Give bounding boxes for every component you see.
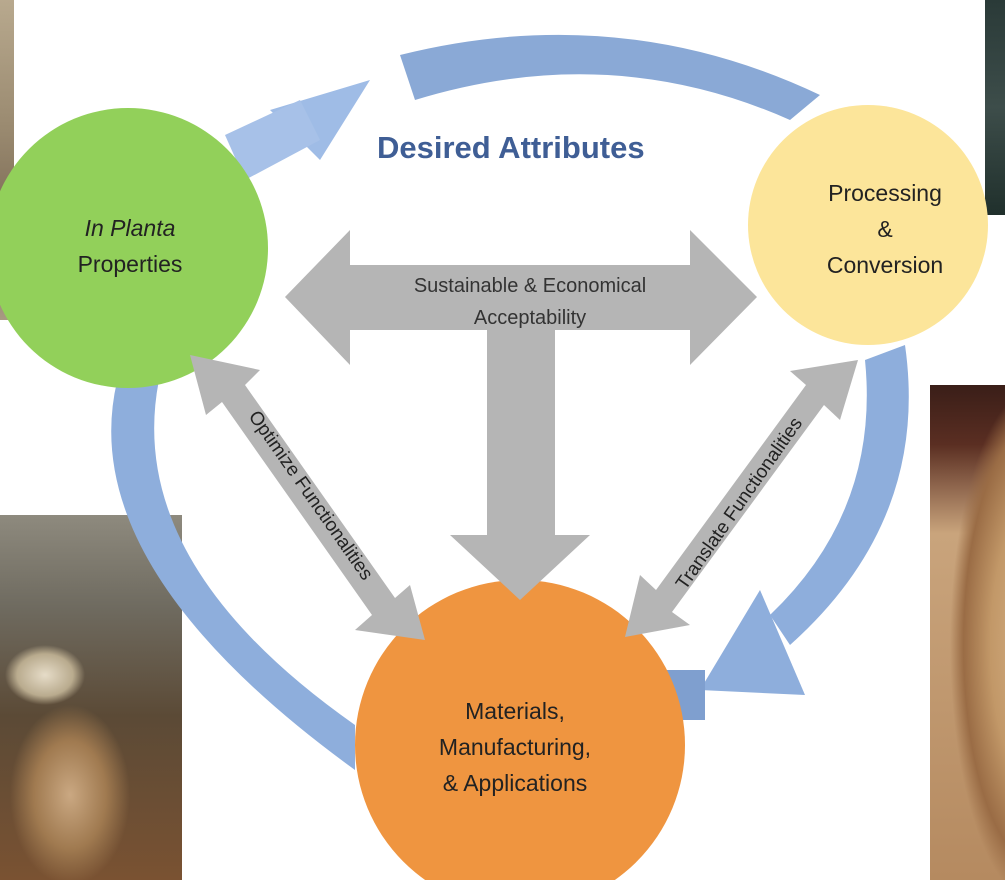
diagram-title: Desired Attributes [377, 130, 645, 165]
node-materials-line2: Manufacturing, [438, 734, 592, 760]
node-materials-line3: & Applications [442, 770, 588, 796]
node-materials-line1: Materials, [465, 698, 565, 724]
center-label-line1: Sustainable & Economical [413, 275, 647, 297]
node-materials-circle [355, 580, 685, 880]
cycle-arrow-right [770, 345, 909, 645]
node-in-planta-label: In Planta Properties [40, 210, 220, 282]
node-processing-line2: & [877, 216, 893, 242]
arrow-down [450, 330, 590, 600]
node-materials-label: Materials, Manufacturing, & Applications [400, 693, 630, 801]
photo-top-right [985, 0, 1005, 215]
cycle-arrow-topleft-shaft [225, 100, 320, 180]
cycle-arrow-top-head [270, 80, 370, 160]
gray-arrows [190, 230, 858, 640]
node-processing-circle [748, 105, 988, 345]
photo-bottom-left [0, 515, 182, 880]
node-in-planta-line2: Properties [77, 251, 183, 277]
double-arrow-right-diagonal [625, 360, 858, 637]
node-processing-line1: Processing [828, 180, 942, 206]
center-label-line2: Acceptability [473, 307, 587, 329]
cycle-arrow-top [400, 34, 820, 121]
center-label: Sustainable & Economical Acceptability [370, 270, 690, 334]
cycle-arrow-right-head [700, 590, 805, 695]
node-in-planta-circle [0, 108, 268, 388]
double-arrow-left-diagonal [190, 355, 425, 640]
node-processing-line3: Conversion [826, 252, 944, 278]
node-processing-label: Processing & Conversion [785, 175, 985, 283]
node-in-planta-line1: In Planta [84, 215, 176, 241]
double-arrow-horizontal [285, 230, 757, 365]
photo-bottom-right [930, 385, 1005, 880]
cycle-arrow-left [111, 370, 355, 770]
